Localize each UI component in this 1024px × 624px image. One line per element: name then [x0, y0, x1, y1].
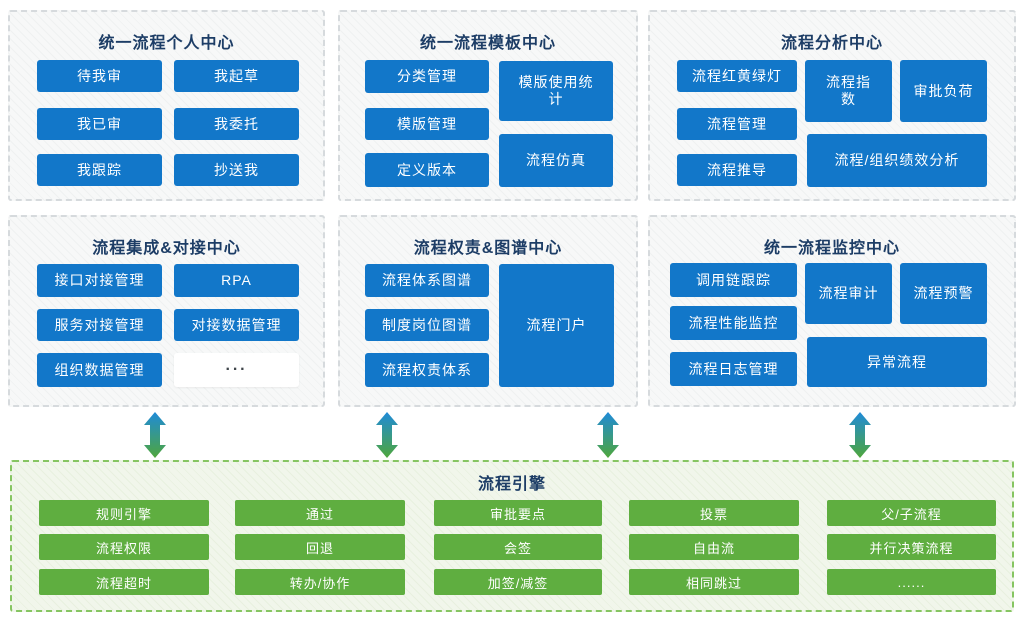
module-chip-org-data-mgmt[interactable]: 组织数据管理 — [37, 353, 162, 387]
module-chip-process-system-map[interactable]: 流程体系图谱 — [365, 264, 489, 297]
module-chip-responsibility-system[interactable]: 流程权责体系 — [365, 353, 489, 387]
engine-chip-free-flow[interactable]: 自由流 — [629, 534, 799, 560]
module-chip-process-mgmt[interactable]: 流程管理 — [677, 108, 797, 140]
panel-analysis-center: 流程分析中心 流程红黄绿灯 流程管理 流程推导 流程指 数 审批负荷 流程/组织… — [648, 10, 1016, 201]
up-down-arrow-icon — [849, 412, 871, 458]
panel-integration-center: 流程集成&对接中心 接口对接管理 RPA 服务对接管理 对接数据管理 组织数据管… — [8, 215, 325, 407]
module-chip-process-audit[interactable]: 流程审计 — [805, 263, 892, 324]
module-chip-position-map[interactable]: 制度岗位图谱 — [365, 309, 489, 341]
module-chip-template-mgmt[interactable]: 模版管理 — [365, 108, 489, 140]
engine-title: 流程引擎 — [477, 476, 546, 493]
module-chip-abnormal-process[interactable]: 异常流程 — [807, 337, 987, 387]
module-chip-cc-to-me[interactable]: 抄送我 — [174, 154, 299, 186]
engine-chip-rule-engine[interactable]: 规则引擎 — [39, 500, 209, 526]
module-chip-log-mgmt[interactable]: 流程日志管理 — [670, 352, 797, 386]
engine-chip-add-remove-sign[interactable]: 加签/减签 — [434, 569, 602, 595]
module-chip-process-simulation[interactable]: 流程仿真 — [499, 134, 613, 187]
panel-personal-center: 统一流程个人中心 待我审 我起草 我已审 我委托 我跟踪 抄送我 — [8, 10, 325, 201]
engine-chip-parallel-decision[interactable]: 并行决策流程 — [827, 534, 996, 560]
up-down-arrow-icon — [376, 412, 398, 458]
module-chip-rpa[interactable]: RPA — [174, 264, 299, 297]
module-chip-delegated[interactable]: 我委托 — [174, 108, 299, 140]
engine-chip-approve[interactable]: 通过 — [235, 500, 405, 526]
panel-template-center: 统一流程模板中心 分类管理 模版管理 定义版本 模版使用统 计 流程仿真 — [338, 10, 638, 201]
panel-title: 流程集成&对接中心 — [92, 240, 241, 257]
module-chip-service-mgmt[interactable]: 服务对接管理 — [37, 309, 162, 341]
module-chip-reviewed[interactable]: 我已审 — [37, 108, 162, 140]
up-down-arrow-icon — [144, 412, 166, 458]
engine-chip-approval-points[interactable]: 审批要点 — [434, 500, 602, 526]
module-chip-performance-analysis[interactable]: 流程/组织绩效分析 — [807, 134, 987, 187]
panel-title: 统一流程监控中心 — [763, 240, 900, 257]
module-chip-interface-mgmt[interactable]: 接口对接管理 — [37, 264, 162, 297]
engine-chip-process-permission[interactable]: 流程权限 — [39, 534, 209, 560]
panel-title: 统一流程模板中心 — [419, 35, 556, 52]
module-chip-pending-review[interactable]: 待我审 — [37, 60, 162, 92]
module-chip-template-usage-stats[interactable]: 模版使用统 计 — [499, 61, 613, 121]
module-chip-process-portal[interactable]: 流程门户 — [499, 264, 614, 387]
engine-chip-transfer-collab[interactable]: 转办/协作 — [235, 569, 405, 595]
module-chip-my-tracking[interactable]: 我跟踪 — [37, 154, 162, 186]
panel-monitoring-center: 统一流程监控中心 调用链跟踪 流程性能监控 流程日志管理 流程审计 流程预警 异… — [648, 215, 1016, 407]
panel-process-engine: 流程引擎 规则引擎 通过 审批要点 投票 父/子流程 流程权限 回退 会签 自由… — [10, 460, 1014, 612]
module-chip-traffic-light[interactable]: 流程红黄绿灯 — [677, 60, 797, 92]
engine-chip-countersign[interactable]: 会签 — [434, 534, 602, 560]
panel-title: 统一流程个人中心 — [98, 35, 235, 52]
module-chip-performance-monitoring[interactable]: 流程性能监控 — [670, 306, 797, 340]
module-chip-process-derivation[interactable]: 流程推导 — [677, 154, 797, 186]
panel-title: 流程权责&图谱中心 — [413, 240, 563, 257]
engine-chip-voting[interactable]: 投票 — [629, 500, 799, 526]
module-chip-more[interactable]: ··· — [174, 353, 299, 387]
module-chip-my-drafts[interactable]: 我起草 — [174, 60, 299, 92]
engine-chip-parent-child-process[interactable]: 父/子流程 — [827, 500, 996, 526]
panel-title: 流程分析中心 — [780, 35, 883, 52]
module-chip-data-mgmt[interactable]: 对接数据管理 — [174, 309, 299, 341]
module-chip-define-version[interactable]: 定义版本 — [365, 153, 489, 187]
module-chip-process-alert[interactable]: 流程预警 — [900, 263, 987, 324]
module-chip-approval-load[interactable]: 审批负荷 — [900, 60, 987, 122]
module-chip-category-mgmt[interactable]: 分类管理 — [365, 60, 489, 93]
engine-chip-process-timeout[interactable]: 流程超时 — [39, 569, 209, 595]
module-chip-process-index[interactable]: 流程指 数 — [805, 60, 892, 122]
engine-chip-skip-same[interactable]: 相同跳过 — [629, 569, 799, 595]
engine-chip-more[interactable]: ...... — [827, 569, 996, 595]
panel-responsibility-map-center: 流程权责&图谱中心 流程体系图谱 制度岗位图谱 流程权责体系 流程门户 — [338, 215, 638, 407]
module-chip-call-chain-tracking[interactable]: 调用链跟踪 — [670, 263, 797, 297]
engine-chip-rollback[interactable]: 回退 — [235, 534, 405, 560]
up-down-arrow-icon — [597, 412, 619, 458]
